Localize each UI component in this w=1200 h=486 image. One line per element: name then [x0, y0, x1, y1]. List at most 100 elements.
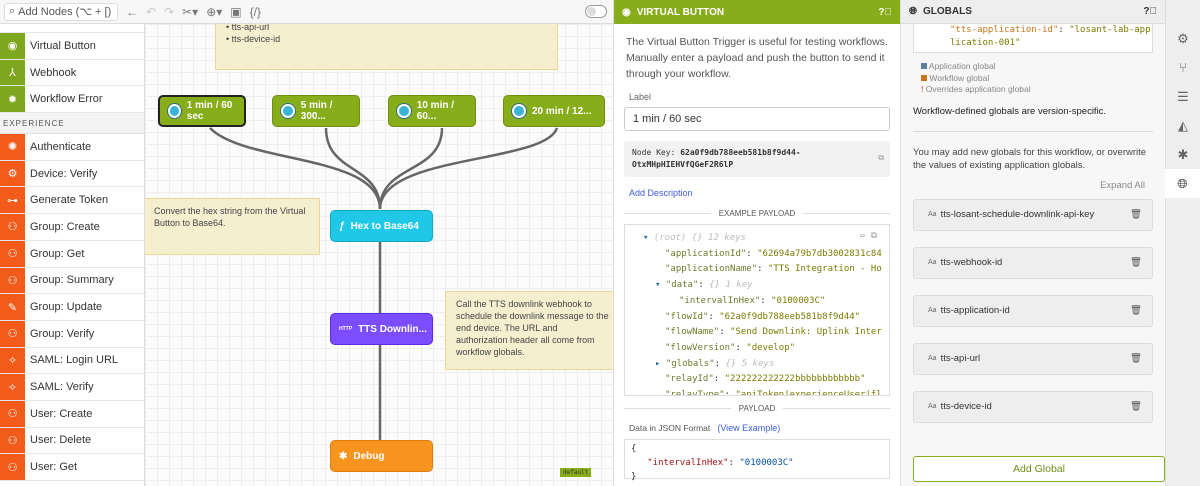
palette-item-experience[interactable]: ⚙Device: Verify — [0, 161, 144, 188]
panel-header: ◉VIRTUAL BUTTON?⃝ — [614, 0, 900, 24]
palette-item-experience[interactable]: ✎Group: Update — [0, 294, 144, 321]
json-line: "intervalInHex": "0100003C" — [643, 294, 889, 310]
view-example-link[interactable]: (View Example) — [717, 423, 780, 433]
scissors-icon[interactable]: ✂▾ — [182, 5, 198, 19]
workflow-canvas[interactable]: • tts-api-url • tts-device-id Convert th… — [145, 24, 613, 486]
help-icon[interactable]: ?⃝ — [1143, 6, 1157, 17]
description: The Virtual Button Trigger is useful for… — [614, 24, 900, 82]
global-item[interactable]: Aatts-device-id🗑︎ — [913, 391, 1153, 423]
global-item[interactable]: Aatts-webhook-id🗑︎ — [913, 247, 1153, 279]
copy-icon[interactable]: ⧉ — [878, 152, 884, 164]
trash-icon[interactable]: 🗑︎ — [1130, 401, 1142, 412]
connections — [145, 24, 613, 486]
stats-icon[interactable]: ◭ — [1166, 111, 1200, 140]
node-palette: ◉Virtual Button ⅄Webhook ✹Workflow Error… — [0, 24, 145, 486]
experience-node-icon: ⚇ — [0, 428, 25, 454]
experience-node-icon: ⚇ — [0, 241, 25, 267]
node-config-panel: ◉VIRTUAL BUTTON?⃝ The Virtual Button Tri… — [613, 0, 900, 486]
globe-icon: 🌐︎ — [909, 6, 917, 17]
debug-icon[interactable]: ✱ — [1166, 140, 1200, 169]
palette-item-experience[interactable]: ⊶Generate Token — [0, 187, 144, 214]
add-nodes-search[interactable]: ⌕Add Nodes (⌥ + [) — [4, 3, 118, 21]
panel-tab-strip: ⚙ ⑂ ☰ ◭ ✱ 🌐︎ — [1165, 0, 1200, 486]
json-line: "flowId": "62a0f9db788eeb581b8f9d44" — [643, 310, 889, 326]
json-line: "applicationId": "62694a79b7db3002831c84 — [643, 247, 889, 263]
palette-item-experience[interactable]: ⚇User: Get — [0, 454, 144, 481]
add-description-link[interactable]: Add Description — [629, 188, 693, 198]
palette-item-experience[interactable]: ⚇User: Create — [0, 401, 144, 428]
help-icon[interactable]: ?⃝ — [878, 7, 892, 18]
globals-tab-icon[interactable]: 🌐︎ — [1165, 169, 1200, 198]
workflow-global-swatch — [921, 75, 927, 81]
version-note: Workflow-defined globals are version-spe… — [913, 106, 1153, 132]
function-icon: ƒ — [339, 221, 345, 232]
zoom-icon[interactable]: ⊕▾ — [206, 5, 222, 19]
expand-all-link[interactable]: Expand All — [901, 180, 1145, 191]
label-input[interactable]: 1 min / 60 sec — [624, 107, 890, 131]
palette-item-experience[interactable]: ⚇Group: Verify — [0, 321, 144, 348]
palette-item-webhook[interactable]: ⅄Webhook — [0, 60, 144, 87]
undo-icon[interactable]: ↶ — [146, 5, 156, 19]
override-mark: ! — [921, 84, 923, 94]
example-payload-viewer[interactable]: ⇔ ⧉ ▾ (root) {} 12 keys "applicationId":… — [624, 224, 890, 396]
virtual-button-icon — [397, 104, 411, 118]
trigger-node-2[interactable]: 5 min / 300... — [272, 95, 360, 127]
http-node[interactable]: HTTPTTS Downlin... — [330, 313, 433, 345]
version-icon[interactable]: ⑂ — [1166, 53, 1200, 82]
palette-item-experience[interactable]: ✧SAML: Verify — [0, 374, 144, 401]
redo-icon[interactable]: ↷ — [164, 5, 174, 19]
experience-node-icon: ⊶ — [0, 187, 25, 213]
toolbar: ⌕Add Nodes (⌥ + [) ← ↶ ↷ ✂▾ ⊕▾ ▣ {/} — [0, 0, 613, 24]
trigger-node-4[interactable]: 20 min / 12... — [503, 95, 605, 127]
json-line: ▾ "data": {} 1 key — [643, 278, 889, 294]
trigger-node-1[interactable]: 1 min / 60 sec — [158, 95, 246, 127]
legend: Application global Workflow global ! Ove… — [921, 61, 1165, 96]
virtual-button-icon — [281, 104, 295, 118]
version-badge: default — [560, 468, 591, 477]
experience-node-icon: ⚇ — [0, 454, 25, 480]
function-node[interactable]: ƒHex to Base64 — [330, 210, 433, 242]
live-toggle[interactable] — [585, 5, 607, 18]
json-line: "relayType": "apiToken|experienceUser|fl — [643, 388, 889, 396]
settings-icon[interactable]: ⚙ — [1166, 24, 1200, 53]
palette-item-virtual-button[interactable]: ◉Virtual Button — [0, 33, 144, 60]
global-item[interactable]: Aatts-api-url🗑︎ — [913, 343, 1153, 375]
add-note: You may add new globals for this workflo… — [913, 146, 1153, 172]
trash-icon[interactable]: 🗑︎ — [1130, 209, 1142, 220]
palette-item-experience[interactable]: ⚇Group: Create — [0, 214, 144, 241]
experience-node-icon: ⚇ — [0, 214, 25, 240]
example-payload-divider: EXAMPLE PAYLOAD — [624, 209, 890, 218]
trash-icon[interactable]: 🗑︎ — [1130, 353, 1142, 364]
palette-item-experience[interactable]: ✺Authenticate — [0, 134, 144, 161]
palette-item-experience[interactable]: ⚇Group: Get — [0, 241, 144, 268]
global-item[interactable]: Aatts-losant-schedule-downlink-api-key🗑︎ — [913, 199, 1153, 231]
trash-icon[interactable]: 🗑︎ — [1130, 257, 1142, 268]
add-note-icon[interactable]: ▣ — [230, 5, 241, 19]
json-line: "relayId": "222222222222bbbbbbbbbbbb" — [643, 372, 889, 388]
global-item[interactable]: Aatts-application-id🗑︎ — [913, 295, 1153, 327]
experience-node-icon: ⚇ — [0, 268, 25, 294]
virtual-button-icon — [168, 104, 181, 118]
experience-node-icon: ✺ — [0, 134, 25, 160]
payload-editor[interactable]: { "intervalInHex": "0100003C"} — [624, 439, 890, 479]
palette-item-experience[interactable]: ⚇User: Delete — [0, 428, 144, 455]
virtual-button-icon: ◉ — [622, 7, 631, 18]
palette-item-experience[interactable]: ⚇Group: Summary — [0, 268, 144, 295]
search-icon: ⌕ — [9, 5, 15, 18]
json-toolbar-icons[interactable]: ⇔ ⧉ — [860, 229, 877, 245]
string-type-icon: Aa — [928, 259, 937, 266]
add-global-button[interactable]: Add Global — [913, 456, 1165, 482]
json-line: "applicationName": "TTS Integration - Ho — [643, 262, 889, 278]
trash-icon[interactable]: 🗑︎ — [1130, 305, 1142, 316]
wire — [380, 128, 557, 209]
debug-node[interactable]: ✱Debug — [330, 440, 433, 472]
label-caption: Label — [629, 92, 900, 102]
json-line: "flowVersion": "develop" — [643, 341, 889, 357]
collapse-icon[interactable]: ← — [126, 5, 138, 19]
storage-icon[interactable]: ☰ — [1166, 82, 1200, 111]
palette-item-workflow-error[interactable]: ✹Workflow Error — [0, 86, 144, 113]
globals-json[interactable]: "tts-application-id": "losant-lab-applic… — [913, 24, 1153, 53]
code-icon[interactable]: {/} — [250, 5, 261, 19]
palette-item-experience[interactable]: ✧SAML: Login URL — [0, 348, 144, 375]
trigger-node-3[interactable]: 10 min / 60... — [388, 95, 476, 127]
